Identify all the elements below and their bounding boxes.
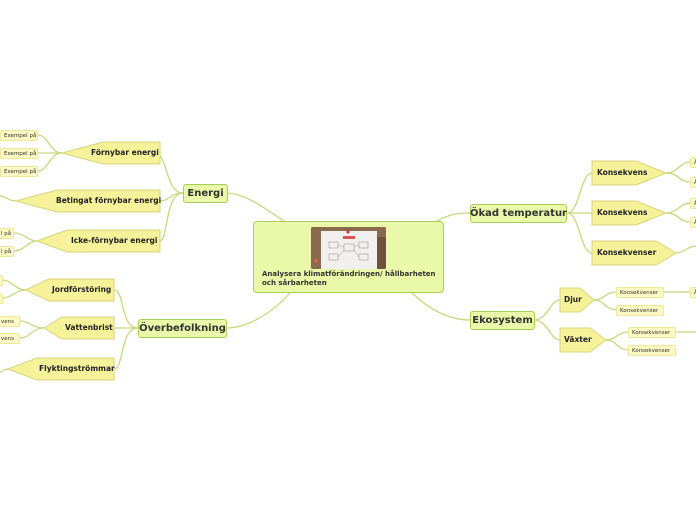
subtopic-konsekvens-1[interactable]: Konsekvens: [597, 168, 648, 177]
link-k2-i1: [665, 202, 691, 214]
shape-djur: [559, 287, 595, 313]
leaf-djur-1[interactable]: Konsekvenser: [616, 287, 664, 298]
topic-energi[interactable]: Energi: [183, 184, 228, 203]
leaf-djur-2[interactable]: Konsekvenser: [616, 305, 664, 316]
central-topic[interactable]: Analysera klimatförändringen/ hållbarhet…: [253, 221, 444, 293]
leaf-vatten-2[interactable]: vens: [0, 333, 20, 344]
link-betingat-stub: [0, 195, 17, 202]
link-jord-leaf2: [1, 289, 27, 299]
link-central-ekosystem: [411, 292, 471, 321]
subtopic-konsekvens-2[interactable]: Konsekvens: [597, 208, 648, 217]
leaf-icke-example-2[interactable]: l på: [0, 246, 14, 257]
link-vatten-i2: [19, 327, 45, 339]
link-eko-vaxter: [533, 319, 561, 341]
leaf-vatten-1[interactable]: vens: [0, 316, 20, 327]
leaf-fornybar-example-1[interactable]: Exempel på: [0, 130, 38, 141]
shape-fornybar: [60, 141, 161, 165]
shape-k2: [591, 200, 668, 226]
link-central-overbefolkning: [225, 292, 291, 329]
shape-betingat: [14, 189, 161, 213]
link-energi-ickefornybar: [159, 192, 184, 242]
subtopic-fornybar-energi[interactable]: Förnybar energi: [91, 148, 159, 157]
link-flykt-stub: [0, 368, 9, 373]
subtopic-jordforstoring[interactable]: Jordförstöring: [52, 285, 112, 294]
link-k1-i1: [665, 161, 691, 174]
subtopic-vattenbrist[interactable]: Vattenbrist: [65, 323, 113, 332]
link-k1-i2: [665, 172, 691, 183]
shape-ickefornybar: [35, 229, 161, 253]
leaf-djur-sub[interactable]: Å: [690, 287, 696, 298]
topic-okad-temperatur[interactable]: Ökad temperatur: [470, 204, 567, 223]
shape-jordforstoring: [24, 278, 115, 302]
subtopic-djur[interactable]: Djur: [564, 295, 582, 304]
link-k2-i2: [665, 212, 691, 223]
link-k3-stub: [675, 245, 696, 254]
leaf-k1-1[interactable]: Å: [690, 157, 696, 168]
link-djur-i2: [593, 299, 617, 311]
subtopic-konsekvenser-3[interactable]: Konsekvenser: [597, 248, 657, 257]
link-forn-ex3: [37, 152, 63, 172]
leaf-jord-2[interactable]: [0, 293, 3, 304]
photo-thumbnail-icon: [311, 227, 386, 269]
link-temp-k3: [566, 212, 593, 254]
link-jord-leaf1: [1, 279, 27, 291]
subtopic-betingat-fornybar-energi[interactable]: Betingat förnybar energi: [56, 196, 162, 205]
topic-overbefolkning[interactable]: Överbefolkning: [138, 319, 227, 338]
leaf-vaxter-1[interactable]: Konsekvenser: [628, 327, 676, 338]
link-eko-djur: [533, 299, 561, 321]
leaf-jord-1[interactable]: [0, 275, 3, 286]
leaf-fornybar-example-3[interactable]: Exempel på: [0, 166, 38, 177]
link-icke-ex1: [13, 232, 38, 242]
shape-flyktingstrommar: [6, 357, 115, 381]
subtopic-flyktingstrommar[interactable]: Flyktingströmmar: [39, 364, 115, 373]
leaf-vaxter-2[interactable]: Konsekvenser: [628, 345, 676, 356]
link-vatten-i1: [19, 320, 45, 329]
shape-k3: [591, 240, 677, 266]
link-icke-ex2: [13, 240, 38, 252]
leaf-icke-example-1[interactable]: l på: [0, 228, 14, 239]
leaf-k1-2[interactable]: Å: [690, 177, 696, 188]
link-forn-ex1: [37, 134, 63, 154]
topic-ekosystem[interactable]: Ekosystem: [470, 311, 535, 330]
link-vaxter-i1: [605, 331, 629, 341]
link-over-flykt: [113, 327, 139, 370]
leaf-fornybar-example-2[interactable]: Exempel på: [0, 148, 38, 159]
link-djur-i1: [593, 291, 617, 301]
link-central-temperatur: [436, 212, 471, 222]
shape-k1: [591, 160, 668, 186]
leaf-k2-2[interactable]: Å: [690, 217, 696, 228]
subtopic-icke-fornybar-energi[interactable]: Icke-förnybar energi: [71, 236, 158, 245]
leaf-k2-1[interactable]: Å: [690, 198, 696, 209]
subtopic-vaxter[interactable]: Växter: [564, 335, 592, 344]
link-temp-k1: [566, 172, 593, 214]
link-central-energi: [226, 192, 285, 222]
central-topic-label: Analysera klimatförändringen/ hållbarhet…: [262, 270, 436, 287]
link-vaxter-i2: [605, 339, 629, 351]
shape-vaxter: [559, 327, 607, 353]
central-image: [311, 227, 386, 269]
shape-vattenbrist: [43, 316, 115, 340]
link-over-jord: [113, 289, 139, 329]
